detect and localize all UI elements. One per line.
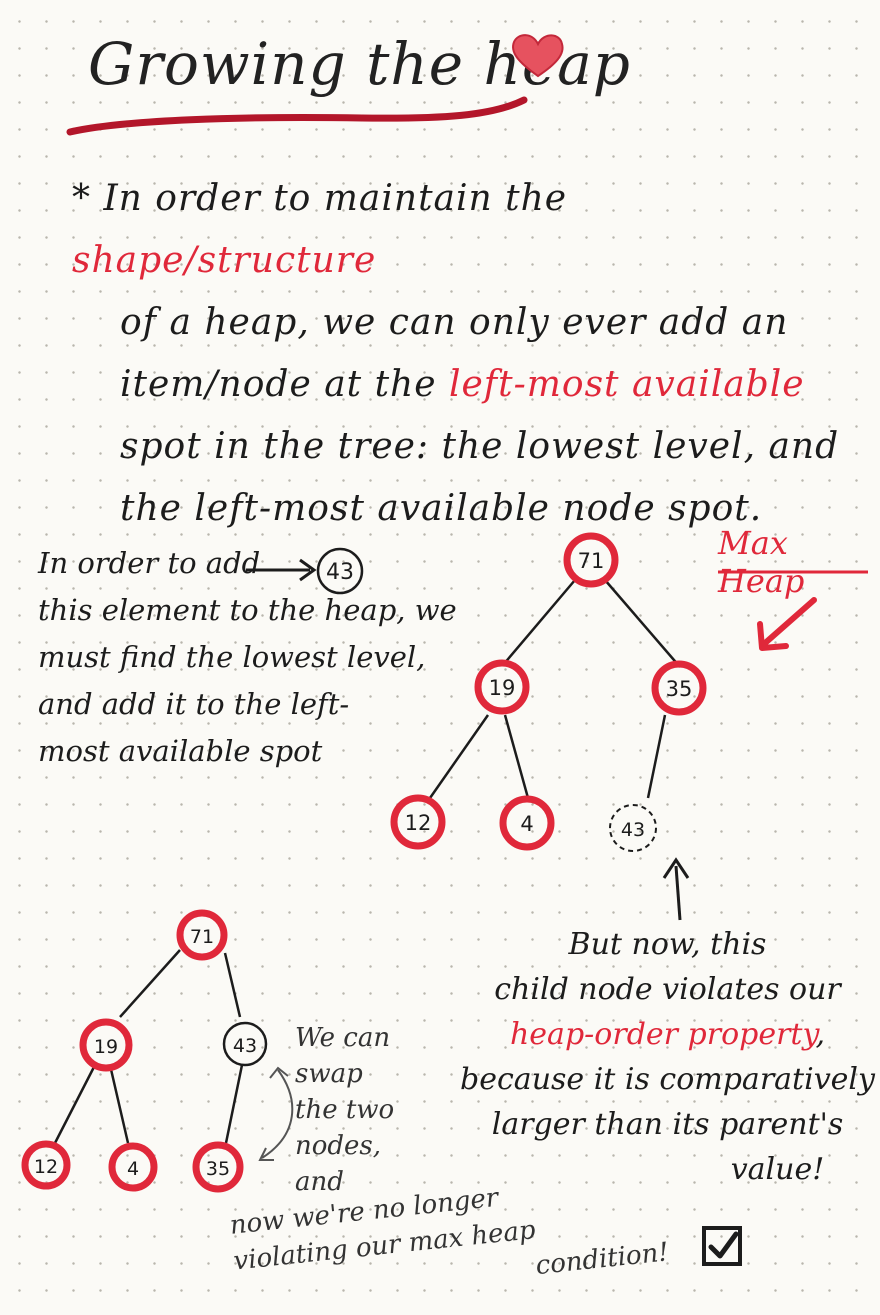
new-node-43: 43 [316,547,364,595]
max-heap-label: Max Heap [718,524,805,600]
intro-line-5: the left-most available node spot. [120,488,763,529]
intro-line-4: spot in the tree: the lowest level, and [120,426,840,467]
note3-line-4: nodes, and [295,1131,382,1197]
tree2-node-left-left: 12 [21,1140,71,1190]
svg-text:12: 12 [405,811,432,835]
heap-order-property: heap-order property [509,1017,816,1052]
intro-paragraph: * In order to maintain the shape/structu… [72,168,862,540]
tree-before-swap: 71 19 35 12 4 43 [390,532,707,852]
title-underline [66,96,528,136]
intro-line-1: In order to maintain the [103,178,568,219]
tree1-node-left: 19 [474,659,530,715]
svg-text:4: 4 [127,1158,139,1180]
note3-line-2: swap [295,1059,363,1089]
tree2-node-left-right: 4 [108,1142,158,1192]
svg-text:19: 19 [94,1036,118,1058]
swap-arrow-icon [258,1066,294,1161]
svg-text:35: 35 [666,677,693,701]
new-node-callout: 43 [246,547,364,595]
arrow-down-left-icon [757,597,817,651]
svg-text:43: 43 [621,819,645,841]
note1-line-2: this element to the heap, we [38,593,457,627]
note1-line-1: In order to add [38,546,261,580]
note1-line-3: must find the lowest level, [38,640,426,674]
svg-text:19: 19 [489,676,516,700]
svg-text:4: 4 [520,812,533,836]
tree2-node-left: 19 [79,1018,133,1072]
arrow-right-icon [246,558,317,582]
heart-icon [512,34,564,78]
new-node-label: 43 [326,560,354,585]
note2-line-5: larger than its parent's [491,1107,844,1142]
tree1-node-root: 71 [563,532,619,588]
note-add-element: In order to add this element to the heap… [38,540,458,775]
max-heap-underline [718,570,868,651]
intro-line-2: of a heap, we can only ever add an [120,302,789,343]
tree1-node-left-left: 12 [390,794,446,850]
arrow-up-icon [662,857,690,921]
intro-highlight-shape: shape/structure [72,240,377,281]
intro-line-3: item/node at the [120,364,449,405]
bullet: * [72,178,91,219]
tree2-node-right-left: 35 [192,1141,244,1193]
svg-text:35: 35 [206,1158,230,1180]
note2-line-1: But now, this [568,927,767,962]
checkbox-checked-icon [702,1226,742,1266]
note1-line-4: and add it to the left- [38,687,350,721]
intro-highlight-left-most: left-most available [448,364,805,405]
note2-line-2: child node violates our [494,972,841,1007]
note-violation: But now, this child node violates our he… [460,927,875,1187]
svg-text:12: 12 [34,1156,58,1178]
note2-line-6: value! [730,1152,825,1187]
tree2-node-right: 43 [222,1021,268,1067]
svg-text:71: 71 [578,549,605,573]
svg-text:71: 71 [190,926,214,948]
note3-line-3: the two [295,1095,395,1125]
tree1-node-left-right: 4 [499,795,555,851]
tree2-node-root: 71 [176,909,228,961]
tree1-node-right: 35 [651,660,707,716]
tree1-node-new: 43 [609,804,657,852]
note1-line-5: most available spot [38,734,323,768]
svg-text:43: 43 [233,1035,257,1057]
note-swap: We can swap the two nodes, and [295,1020,435,1200]
tree-after-swap: 71 19 43 12 4 35 [21,909,268,1193]
note3-line-1: We can [295,1023,391,1053]
note2-line-4: because it is comparatively [460,1062,875,1097]
